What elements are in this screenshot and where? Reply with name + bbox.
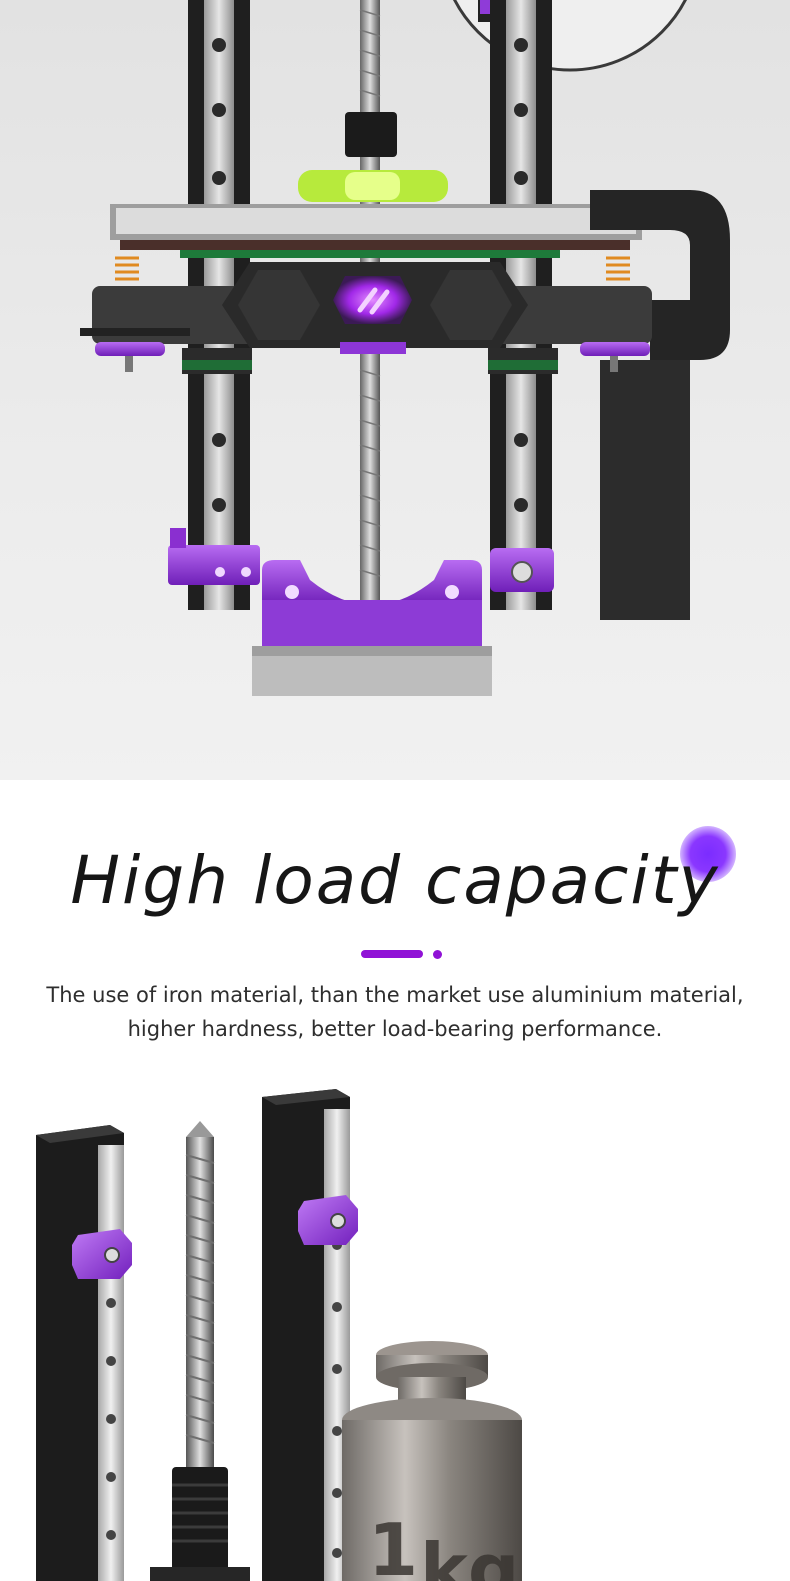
hero-printer-image (0, 0, 790, 780)
leveling-knobs (95, 342, 650, 372)
weight-number: 1 (368, 1508, 418, 1581)
cable-chain (590, 190, 730, 360)
extrusion-right (262, 1089, 358, 1581)
printer-illustration (80, 0, 730, 696)
rails-and-weight-illustration: 1 kg (36, 1089, 522, 1581)
feature-section: High load capacity The use of iron mater… (0, 780, 790, 1581)
bed-springs (115, 256, 630, 281)
title-divider-dot (433, 950, 442, 959)
slider-block-left (72, 1229, 132, 1279)
slider-block-right (298, 1195, 358, 1245)
section-title: High load capacity (70, 842, 720, 919)
purple-brackets (168, 528, 554, 646)
description-line-1: The use of iron material, than the marke… (46, 983, 744, 1007)
weight-1kg: 1 kg (342, 1341, 522, 1581)
section-description: The use of iron material, than the marke… (40, 978, 750, 1046)
lead-screw-sample (150, 1121, 250, 1581)
brand-logo-icon (333, 276, 412, 324)
title-divider (361, 950, 423, 958)
description-line-2: higher hardness, better load-bearing per… (127, 1017, 663, 1041)
screw-nut (345, 112, 397, 157)
glow-dot-icon (680, 826, 736, 882)
extrusion-left (36, 1125, 132, 1581)
weight-unit: kg (420, 1528, 519, 1581)
